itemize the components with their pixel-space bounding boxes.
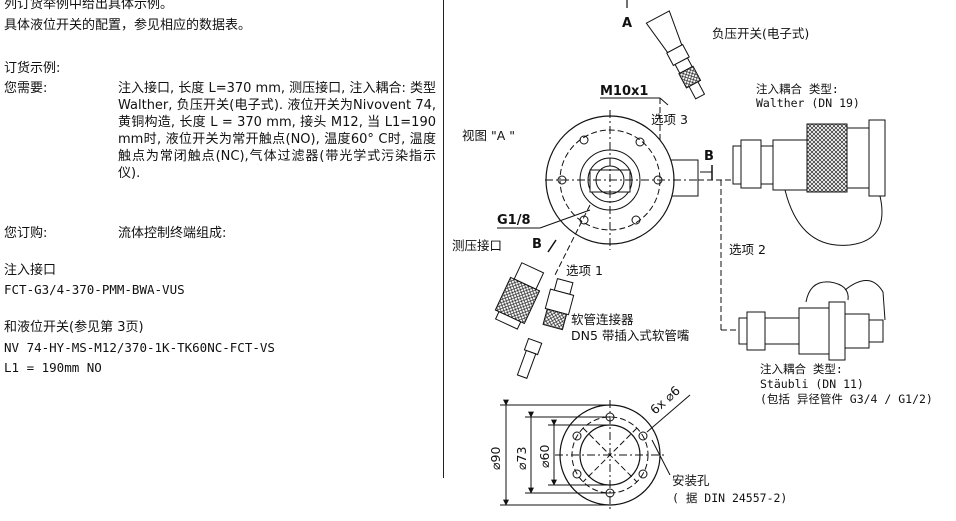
walther-label-2: Walther (DN 19) [756,96,860,110]
walther-label-1: 注入耦合 类型: [756,82,839,96]
staubli-label-3: (包括 异径管件 G3/4 / G1/2) [760,392,933,406]
option3-label: 选项 3 [651,112,688,127]
vacuum-switch-label: 负压开关(电子式) [712,26,809,41]
option2-label: 选项 2 [729,242,766,257]
thread-g18-label: G1/8 [497,213,531,228]
need-text: 注入接口, 长度 L=370 mm, 测压接口, 注入耦合: 类型 Walthe… [118,81,436,181]
staubli-label-1: 注入耦合 类型: [760,362,843,376]
need-label: 您需要: [4,81,48,96]
diameter-90-label: ⌀90 [488,447,503,470]
pressure-port-label: 测压接口 [452,238,502,253]
intro-line-2: 具体液位开关的配置，参见相应的数据表。 [4,18,252,33]
view-a-label: 视图 "A " [462,128,515,143]
staubli-coupling-drawing [738,280,886,361]
intro-line-1: 列订货举例中给出具体示例。 [4,0,174,12]
fill-port-label: 注入接口 [4,263,57,278]
level-switch-code: NV 74-HY-MS-M12/370-1K-TK60NC-FCT-VS [4,340,275,355]
hose-conn-label-2: DN5 带插入式软管嘴 [571,328,690,343]
example-heading: 订货示例: [4,61,61,76]
holes-label: 6x ⌀6 [647,383,683,417]
staubli-label-2: Stäubli (DN 11) [760,377,864,391]
thread-m10-label: M10x1 [600,84,648,99]
fill-port-code: FCT-G3/4-370-PMM-BWA-VUS [4,282,185,297]
option1-label: 选项 1 [566,263,603,278]
view-a-marker: A [622,16,632,31]
hose-conn-label-1: 软管连接器 [571,312,634,327]
option1-axis [554,204,591,276]
flange-front-view [545,110,700,250]
level-switch-label: 和液位开关(参见第 3页) [4,320,144,335]
mount-holes-label-1: 安装孔 [672,473,710,488]
marker-b1: B [704,149,714,164]
order-text: 流体控制终端组成: [118,226,227,241]
mount-holes-label-2: ( 据 DIN 24557-2) [672,491,787,505]
diameter-73-label: ⌀73 [514,447,529,470]
marker-b2: B [532,237,542,252]
ordering-text-column: 列订货举例中给出具体示例。 具体液位开关的配置，参见相应的数据表。 订货示例: … [0,0,440,521]
mounting-holes-drawing [500,394,691,510]
vacuum-switch-drawing [645,10,706,100]
diameter-60-label: ⌀60 [537,445,552,468]
order-label: 您订购: [4,226,48,241]
pressure-fitting-drawing [494,262,575,379]
walther-coupling-drawing [732,119,886,246]
column-divider [443,0,444,478]
l1-value: L1 = 190mm NO [4,360,102,375]
